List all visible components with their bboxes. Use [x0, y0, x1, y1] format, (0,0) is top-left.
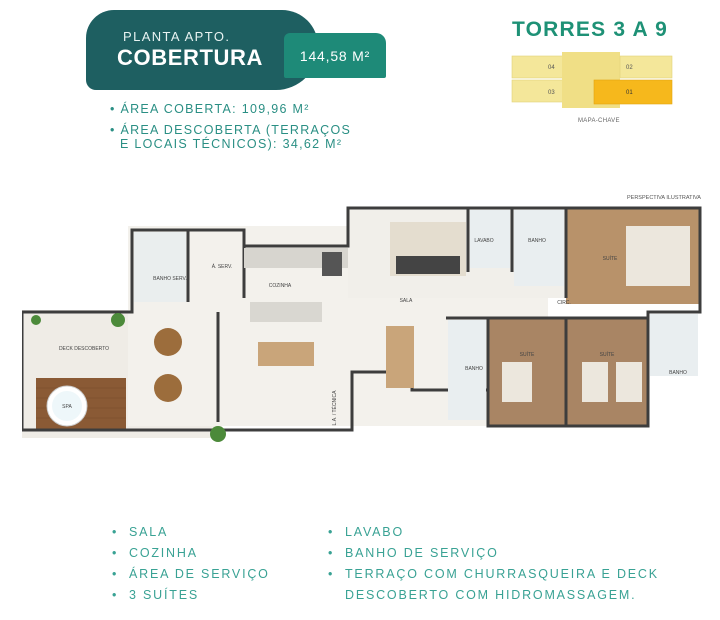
covered-area-text: • ÁREA COBERTA: 109,96 M² — [110, 102, 310, 116]
banho-mid-floor — [448, 320, 486, 420]
feature-item: •COZINHA — [112, 546, 198, 560]
feature-item: •SALA — [112, 525, 169, 539]
sofa — [396, 256, 460, 274]
room-label-banho-top: BANHO — [528, 238, 546, 244]
perspective-note: PERSPECTIVA ILUSTRATIVA — [627, 195, 701, 201]
plan-title: COBERTURA — [117, 45, 263, 70]
unit-label-03: 03 — [548, 90, 555, 96]
unit-01-shape — [593, 79, 673, 105]
unit-label-01: 01 — [626, 90, 633, 96]
unit-02-shape — [619, 55, 673, 79]
feature-item: •LAVABO — [328, 525, 404, 539]
room-label-suite-3: SUÍTE — [600, 351, 615, 358]
room-label-lavabo: LAVABO — [474, 238, 493, 244]
kitchen-island — [250, 302, 322, 322]
unit-label-02: 02 — [626, 65, 633, 71]
uncovered-area-line2: E LOCAIS TÉCNICOS): 34,62 M² — [120, 137, 343, 151]
room-label-circ: CIRC. — [557, 300, 571, 306]
feature-item-label: COZINHA — [129, 546, 198, 560]
room-label-banho-serv: BANHO SERV. — [153, 276, 187, 282]
deck-table-1 — [154, 328, 182, 356]
deck-table-2 — [154, 374, 182, 402]
feature-item-label: LAVABO — [345, 525, 404, 539]
uncovered-area-text: • ÁREA DESCOBERTA (TERRAÇOS E LOCAIS TÉC… — [110, 123, 380, 151]
core-left-shape — [562, 52, 592, 108]
feature-item: •3 SUÍTES — [112, 588, 199, 602]
room-label-a-serv: Á. SERV. — [212, 263, 233, 270]
unit-03-shape — [511, 79, 565, 103]
room-label-deck: DECK DESCOBERTO — [59, 346, 109, 352]
suite-3-bed-1 — [582, 362, 608, 402]
towers-title: TORRES 3 A 9 — [512, 18, 668, 41]
plant — [111, 313, 125, 327]
feature-item: DESCOBERTO COM HIDROMASSAGEM. — [328, 585, 659, 606]
feature-item-label: ÁREA DE SERVIÇO — [129, 567, 270, 581]
key-map-label: MAPA-CHAVE — [578, 118, 620, 124]
plant — [210, 426, 226, 442]
fridge — [322, 252, 342, 276]
plant — [31, 315, 41, 325]
features-right-list: •LAVABO •BANHO DE SERVIÇO •TERRAÇO COM C… — [328, 522, 659, 606]
floor-plan: DECK DESCOBERTO SPA BANHO SERV. Á. SERV.… — [22, 206, 702, 442]
total-area-badge: 144,58 M² — [284, 33, 386, 78]
room-label-banho-mid: BANHO — [465, 366, 483, 372]
features-left-list: •SALA •COZINHA •ÁREA DE SERVIÇO •3 SUÍTE… — [112, 522, 270, 606]
room-label-la-tecnica: L.A. / TÉCNICA — [331, 390, 338, 426]
room-label-sala: SALA — [400, 298, 413, 304]
walls — [22, 206, 702, 432]
suite-3-bed-2 — [616, 362, 642, 402]
title-badge — [86, 10, 318, 90]
room-label-suite-master: SUÍTE — [603, 255, 618, 262]
room-label-suite-2: SUÍTE — [520, 351, 535, 358]
feature-item-label: SALA — [129, 525, 169, 539]
feature-item-label: 3 SUÍTES — [129, 588, 199, 602]
feature-item-label: TERRAÇO COM CHURRASQUEIRA E DECK — [345, 567, 659, 581]
master-bed — [626, 226, 690, 286]
dining-table — [386, 326, 414, 388]
unit-label-04: 04 — [548, 65, 555, 71]
room-label-cozinha: COZINHA — [269, 283, 292, 289]
room-label-banho-right: BANHO — [669, 370, 687, 376]
plan-subtitle: PLANTA APTO. — [123, 29, 231, 44]
feature-item-label: BANHO DE SERVIÇO — [345, 546, 499, 560]
suite-2-bed — [502, 362, 532, 402]
spa-water — [52, 391, 82, 421]
uncovered-area-line1: • ÁREA DESCOBERTA (TERRAÇOS — [110, 123, 352, 137]
key-map: 04 02 03 01 — [511, 52, 673, 108]
feature-item: •ÁREA DE SERVIÇO — [112, 567, 270, 581]
room-label-spa: SPA — [62, 404, 72, 410]
service-bath-floor — [134, 232, 186, 302]
kitchen-table — [258, 342, 314, 366]
lavabo-floor — [470, 210, 510, 268]
banho-right-floor — [650, 314, 698, 376]
feature-item-label: DESCOBERTO COM HIDROMASSAGEM. — [345, 588, 637, 602]
feature-item: •BANHO DE SERVIÇO — [328, 546, 499, 560]
feature-item: •TERRAÇO COM CHURRASQUEIRA E DECK — [328, 567, 659, 581]
banho-floor — [514, 210, 564, 286]
unit-04-shape — [511, 55, 565, 79]
